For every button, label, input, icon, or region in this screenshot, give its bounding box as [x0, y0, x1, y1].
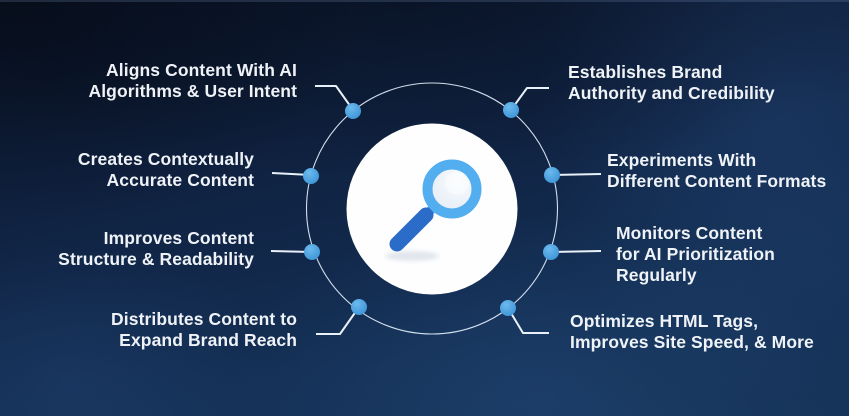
- node-dot: [351, 299, 367, 315]
- connector-line: [510, 87, 549, 111]
- orbit-circle: [305, 82, 559, 335]
- connector-line: [315, 85, 354, 111]
- label-distribute-reach: Distributes Content to Expand Brand Reac…: [111, 309, 297, 350]
- node-dot: [303, 168, 319, 184]
- label-content-formats: Experiments With Different Content Forma…: [607, 150, 827, 191]
- label-contextual-content: Creates Contextually Accurate Content: [77, 149, 254, 190]
- node-dot: [304, 244, 320, 260]
- magnifier-handle: [389, 207, 434, 252]
- node-dot: [544, 167, 560, 183]
- connector-line: [550, 250, 602, 253]
- connector-line: [551, 173, 602, 176]
- label-aligns-ai: Aligns Content With AI Algorithms & User…: [88, 60, 297, 101]
- label-monitor-prioritization: Monitors Content for AI Prioritization R…: [616, 223, 775, 285]
- node-dot: [500, 300, 516, 316]
- connector-line: [507, 307, 549, 334]
- label-optimize-html: Optimizes HTML Tags, Improves Site Speed…: [570, 311, 814, 352]
- label-brand-authority: Establishes Brand Authority and Credibil…: [568, 62, 775, 103]
- magnifier-lens-highlight: [445, 171, 469, 195]
- node-dot: [345, 103, 361, 119]
- node-dot: [503, 102, 519, 118]
- label-structure-readability: Improves Content Structure & Readability: [58, 228, 254, 269]
- node-dot: [543, 244, 559, 260]
- magnifier-shadow: [385, 251, 439, 261]
- connector-line: [316, 306, 360, 335]
- magnifier-lens: [422, 159, 482, 219]
- magnifier-icon: [385, 159, 482, 261]
